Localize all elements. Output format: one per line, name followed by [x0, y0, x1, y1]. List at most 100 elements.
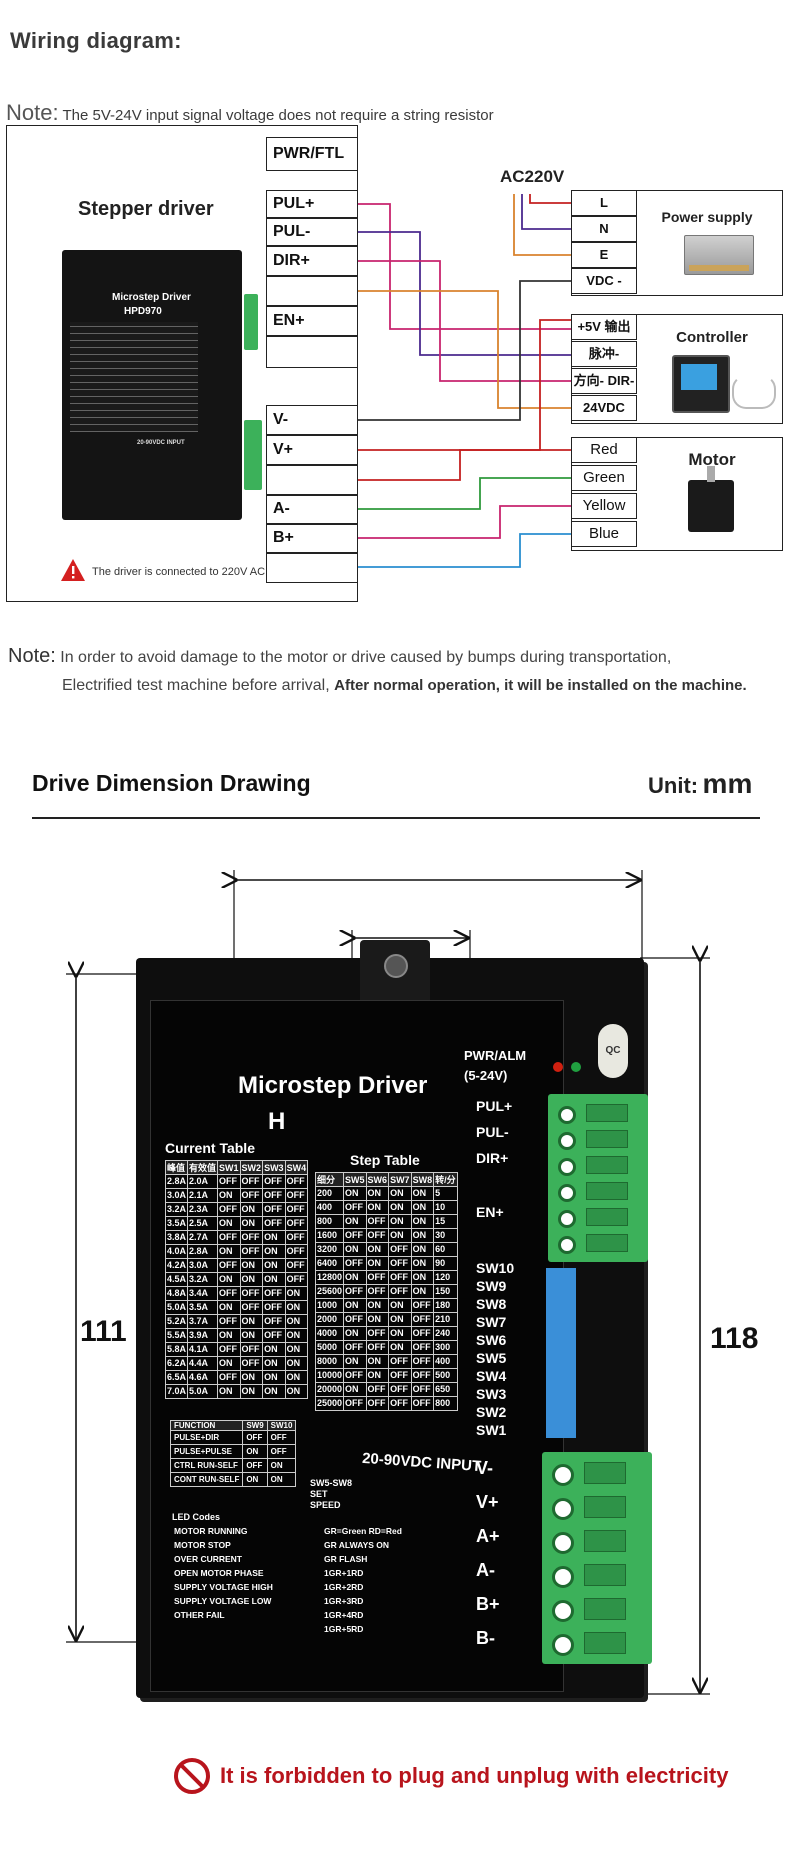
current-table-cell: OFF [217, 1230, 241, 1245]
current-table-cell: ON [239, 1258, 264, 1273]
step-table-header-cell: 细分 [314, 1172, 345, 1187]
step-table-cell: ON [388, 1200, 412, 1215]
step-table-cell: OFF [343, 1284, 367, 1299]
step-table-cell: 90 [433, 1256, 458, 1271]
step-table-cell: 5 [433, 1186, 458, 1201]
step-table-cell: ON [365, 1298, 390, 1313]
step-table-cell: ON [410, 1270, 435, 1285]
current-table-cell: 4.2A [164, 1258, 189, 1273]
current-table-cell: OFF [262, 1188, 286, 1203]
function-table-cell: OFF [266, 1444, 297, 1459]
wiring-lines [358, 194, 571, 568]
function-table-cell: OFF [266, 1430, 297, 1445]
led-code: 1GR+1RD [324, 1568, 364, 1578]
step-table-cell: 650 [433, 1382, 458, 1397]
terminal-slot [584, 1462, 626, 1484]
current-table-cell: OFF [262, 1286, 286, 1301]
step-table-cell: ON [365, 1200, 390, 1215]
driver-small-model: HPD970 [124, 306, 162, 317]
drive-label-v-: V- [476, 1458, 494, 1478]
step-table-cell: ON [410, 1200, 435, 1215]
driver-terminal-8: V+ [266, 435, 358, 465]
led-code: GR=Green RD=Red [324, 1526, 402, 1536]
terminal-slot [584, 1598, 626, 1620]
note-signal-voltage: Note: The 5V-24V input signal voltage do… [6, 100, 494, 126]
step-table-header-cell: SW7 [388, 1172, 412, 1187]
led-code: 1GR+3RD [324, 1596, 364, 1606]
current-table-cell: OFF [217, 1342, 241, 1357]
current-table-header-cell: 有效值 [187, 1160, 219, 1175]
current-table-header-cell: SW1 [217, 1160, 241, 1175]
current-table-cell: OFF [217, 1258, 241, 1273]
current-table-cell: OFF [262, 1216, 286, 1231]
driver-terminal-7: V- [266, 405, 358, 435]
function-table-header-cell: SW9 [242, 1420, 268, 1431]
function-note: SW5-SW8 SET SPEED [310, 1478, 353, 1510]
led-code: GR FLASH [324, 1554, 368, 1564]
terminal-slot [584, 1632, 626, 1654]
current-table-cell: OFF [284, 1202, 309, 1217]
step-table-cell: 210 [433, 1312, 458, 1327]
current-table-cell: OFF [284, 1216, 309, 1231]
step-table-cell: OFF [365, 1340, 390, 1355]
function-table-cell: OFF [242, 1430, 268, 1445]
step-table-cell: ON [410, 1214, 435, 1229]
current-table-cell: OFF [217, 1370, 241, 1385]
unit-label: Unit: [648, 773, 699, 798]
terminal-slot [586, 1130, 628, 1148]
green-led [571, 1062, 581, 1072]
dimension-arrows [66, 870, 710, 1695]
function-table-cell: PULSE+DIR [169, 1430, 244, 1445]
current-table-cell: 3.8A [164, 1230, 189, 1245]
terminal-screw-icon [558, 1106, 576, 1124]
led-condition: MOTOR STOP [174, 1540, 231, 1550]
step-table-header-cell: SW5 [343, 1172, 367, 1187]
wire-dir-plus [358, 260, 571, 382]
forbidden-icon [172, 1756, 212, 1801]
motor-terminal-1: Green [571, 465, 637, 491]
current-table-cell: 3.7A [187, 1314, 219, 1329]
current-table-cell: OFF [239, 1300, 264, 1315]
ctrl-terminal-0: +5V 输出 [571, 314, 637, 340]
current-table-cell: 5.5A [164, 1328, 189, 1343]
step-table-cell: OFF [343, 1368, 367, 1383]
step-table-cell: 25000 [314, 1396, 345, 1411]
step-table-cell: 60 [433, 1242, 458, 1257]
red-led [553, 1062, 563, 1072]
terminal-slot [586, 1182, 628, 1200]
terminal-screw-icon [552, 1566, 574, 1588]
led-condition: SUPPLY VOLTAGE LOW [174, 1596, 272, 1606]
step-table-header-cell: SW8 [410, 1172, 435, 1187]
motor-title: Motor [688, 450, 736, 469]
note2-line1: In order to avoid damage to the motor or… [60, 649, 672, 666]
function-table-cell: PULSE+PULSE [169, 1444, 244, 1459]
step-table-cell: ON [388, 1186, 412, 1201]
note2-line2b: After normal operation, it will be insta… [334, 677, 747, 694]
step-table-cell: ON [343, 1382, 367, 1397]
step-table-cell: ON [365, 1368, 390, 1383]
step-table-cell: 15 [433, 1214, 458, 1229]
current-table-header-cell: 峰值 [164, 1160, 189, 1175]
function-table-cell: CONT RUN-SELF [169, 1472, 244, 1487]
wire-ac-l [529, 194, 571, 204]
led-code: 1GR+5RD [324, 1624, 364, 1634]
motor-terminal-0: Red [571, 437, 637, 463]
current-table-cell: OFF [262, 1328, 286, 1343]
led-row: MOTOR RUNNING GR=Green RD=Red [174, 1526, 454, 1540]
current-table-cell: ON [217, 1216, 241, 1231]
terminal-slot [584, 1496, 626, 1518]
terminal-slot [586, 1234, 628, 1252]
step-table-cell: ON [365, 1242, 390, 1257]
current-table-cell: 3.0A [187, 1258, 219, 1273]
height-118-label: 118 [710, 1322, 759, 1355]
current-table-cell: 3.2A [187, 1272, 219, 1287]
led-condition: MOTOR RUNNING [174, 1526, 248, 1536]
